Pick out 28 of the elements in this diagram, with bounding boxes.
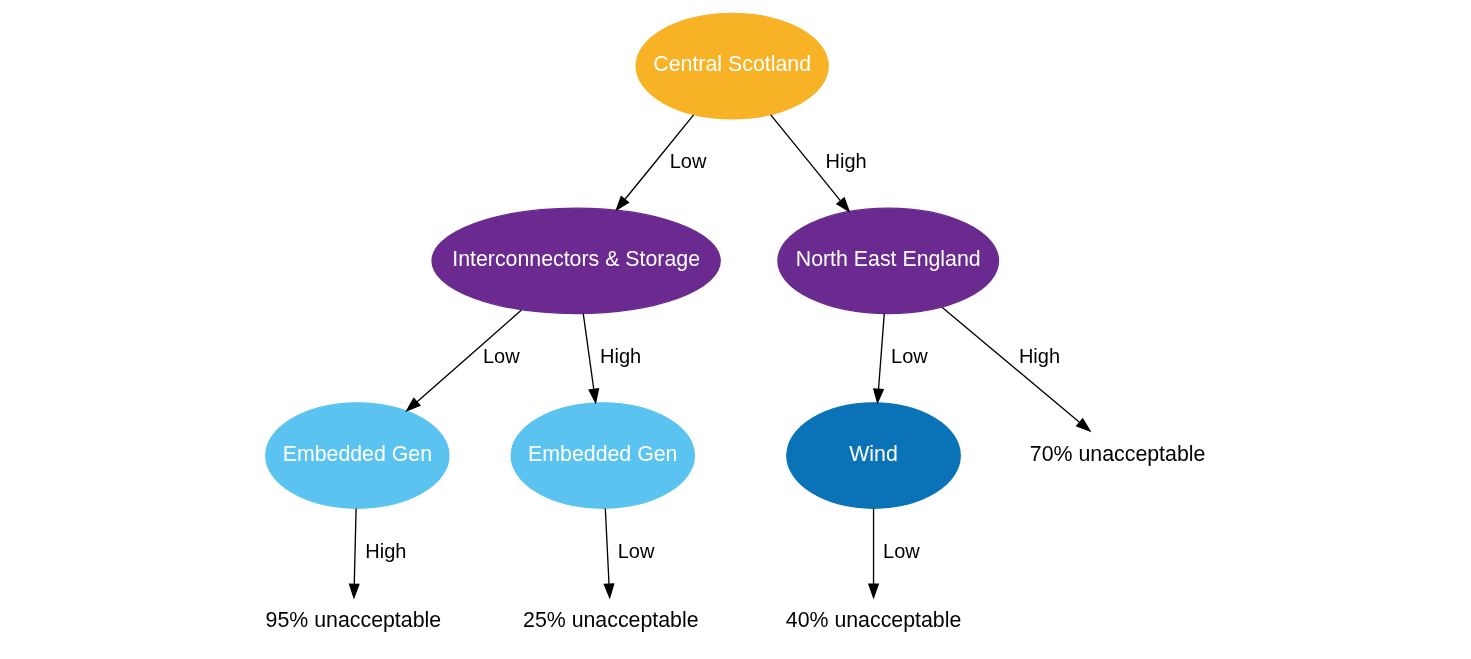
arrow (872, 312, 885, 405)
arrow (770, 114, 851, 213)
node-ellipse: North East England (777, 207, 1000, 315)
edge-label: High (825, 150, 867, 173)
edge-label: Low (617, 539, 655, 562)
edge-label: High (1018, 344, 1061, 367)
node-ellipse: Central Scotland (635, 12, 829, 120)
node-ellipse: Interconnectors & Storage (431, 207, 721, 315)
node-ellipse: Embedded Gen (510, 402, 696, 509)
arrow (615, 114, 695, 212)
node-ellipse: Embedded Gen (265, 402, 450, 509)
edge-label: High (365, 539, 407, 562)
arrow (603, 507, 615, 600)
node-text: 70% unacceptable (1029, 441, 1206, 466)
edge-label: Low (669, 150, 707, 173)
node-text: 40% unacceptable (785, 607, 962, 632)
edge-label: High (600, 344, 642, 367)
arrow (582, 312, 600, 405)
arrow (348, 507, 360, 600)
arrow (941, 306, 1092, 433)
node-ellipse: Wind (786, 402, 961, 509)
node-text: 25% unacceptable (523, 607, 699, 632)
arrow (867, 507, 880, 600)
node-text: 95% unacceptable (265, 607, 442, 632)
edge-label: Low (883, 539, 920, 562)
arrow (405, 309, 523, 413)
edge-label: Low (482, 344, 520, 367)
edge-label: Low (891, 344, 928, 367)
